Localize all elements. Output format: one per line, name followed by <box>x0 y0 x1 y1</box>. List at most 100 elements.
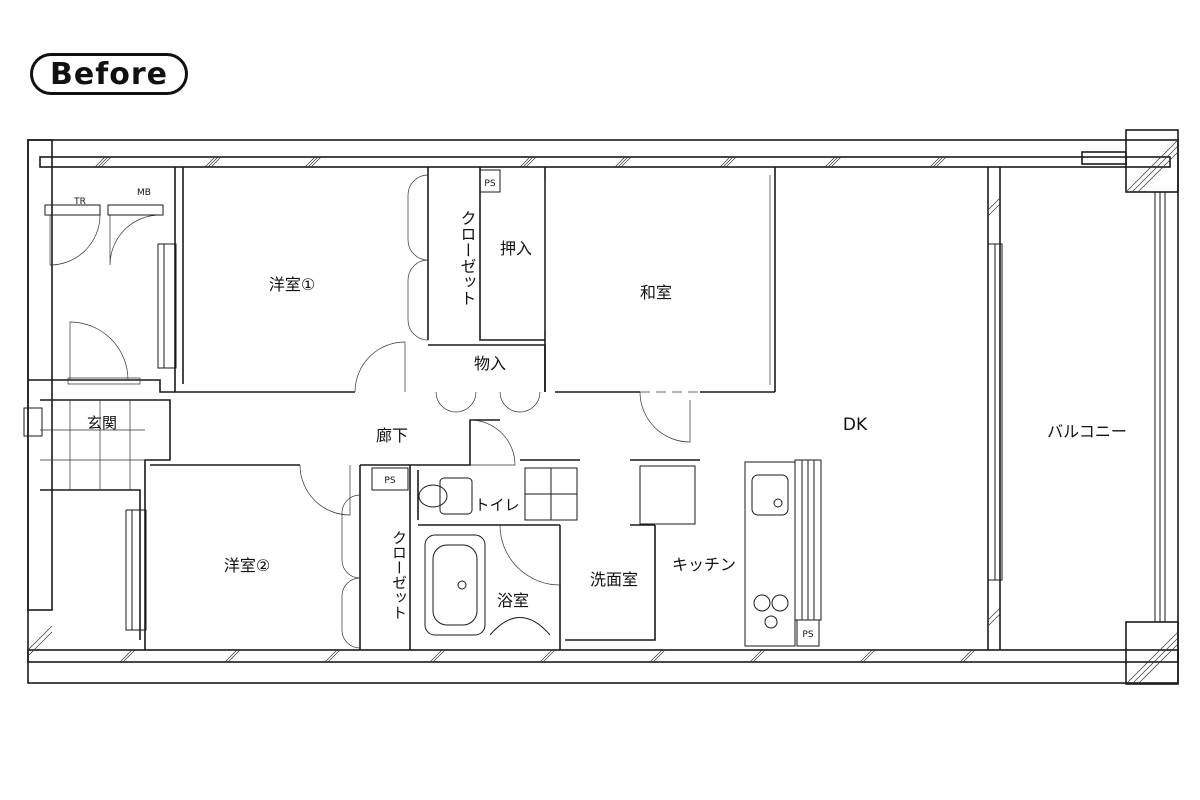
balcony-column-bottom <box>1125 621 1179 685</box>
fridge-box <box>639 465 696 525</box>
window-yoshitsu1 <box>157 243 177 369</box>
hatch <box>614 156 632 168</box>
stove-burner-3 <box>764 615 778 629</box>
label-senmenshitsu: 洗面室 <box>590 570 638 589</box>
ps-box-top <box>479 169 501 193</box>
hatch <box>987 607 1001 627</box>
tag-tr: TR <box>73 197 86 207</box>
label-dk: DK <box>843 415 868 435</box>
hatch <box>719 156 737 168</box>
bathtub-drain <box>457 580 467 590</box>
label-oshiire: 押入 <box>500 239 532 258</box>
before-badge: Before <box>30 53 188 95</box>
label-yoshitsu2: 洋室② <box>224 556 270 575</box>
mb-box <box>107 204 164 216</box>
door-yoshitsu1 <box>354 341 406 393</box>
hatch <box>519 156 537 168</box>
hatch <box>94 156 112 168</box>
window-yoshitsu2 <box>125 509 147 631</box>
outer-walls <box>27 129 1179 685</box>
before-badge-label: Before <box>49 56 169 92</box>
genkan-tiles <box>40 400 145 490</box>
washing-machine <box>524 467 578 521</box>
door-toilet <box>469 419 516 466</box>
label-balcony: バルコニー <box>1047 422 1127 441</box>
label-rouka: 廊下 <box>376 426 408 445</box>
wall-monoire <box>428 344 546 392</box>
toilet-bowl <box>418 484 448 508</box>
door-closet1 <box>407 174 429 341</box>
stove-burner-2 <box>771 594 789 612</box>
wall-genkan <box>40 399 171 650</box>
toilet-tank <box>439 477 473 515</box>
wall-genkan-top <box>28 379 175 393</box>
door-genkan-storage <box>69 321 129 381</box>
top-wall-band <box>39 156 1171 168</box>
bathtub <box>424 534 551 636</box>
hatch <box>824 156 842 168</box>
label-genkan: 玄関 <box>87 414 117 432</box>
door-dk <box>639 391 691 443</box>
hatch <box>119 649 136 663</box>
hatch <box>749 649 766 663</box>
windows <box>23 243 1003 631</box>
fixtures <box>418 459 822 647</box>
tag-mb: MB <box>137 188 151 198</box>
room-labels: 洋室① クローゼット 押入 和室 物入 玄関 廊下 DK バルコニー 洋室② ク… <box>87 210 1127 620</box>
wall-yoshitsu1 <box>174 167 355 393</box>
utility-boxes <box>44 169 820 647</box>
door-senmen <box>499 524 561 586</box>
tag-ps-kitchen: PS <box>802 630 813 640</box>
door-monoire-left <box>435 391 477 413</box>
hatch <box>959 649 976 663</box>
kitchen-sink <box>751 474 789 516</box>
hatch <box>1125 139 1179 193</box>
doors <box>49 174 771 649</box>
wall-senmen-right <box>565 525 656 641</box>
tr-box <box>44 204 101 216</box>
wall-oshiire <box>479 167 545 341</box>
hatch <box>929 156 947 168</box>
kitchen-counter <box>744 459 822 647</box>
hatch <box>224 649 241 663</box>
hatch <box>649 649 666 663</box>
label-toilet: トイレ <box>474 496 519 514</box>
left-wall-column <box>27 139 53 611</box>
label-yoshitsu1: 洋室① <box>269 275 315 294</box>
hatch <box>987 197 1001 217</box>
door-yoshitsu2 <box>299 464 351 516</box>
label-washitsu: 和室 <box>640 283 672 302</box>
balcony-rail-top <box>1081 151 1127 165</box>
outer-wall-frame <box>27 139 1179 684</box>
ps-box-mid <box>371 467 409 491</box>
bottom-wall-band <box>27 649 1179 663</box>
interior-walls <box>28 167 776 650</box>
door-tr <box>49 214 101 266</box>
hatch <box>304 156 322 168</box>
hatch <box>859 649 876 663</box>
door-closet2 <box>341 494 361 649</box>
label-closet2: クローゼット <box>390 530 408 620</box>
bathtub-inner <box>432 544 478 626</box>
bathtub-outer <box>424 534 486 636</box>
door-threshold <box>67 377 141 385</box>
hatch <box>204 156 222 168</box>
label-yokushitsu: 浴室 <box>497 591 529 610</box>
tag-ps-top: PS <box>484 179 495 189</box>
door-genkan-frame <box>23 407 43 437</box>
bath-floor-curve <box>489 617 551 636</box>
hatch <box>1125 631 1179 685</box>
hatch <box>324 649 341 663</box>
hatch <box>429 649 446 663</box>
label-closet1: クローゼット <box>458 210 477 306</box>
stove-burner-1 <box>753 594 771 612</box>
toilet-fixture <box>418 477 473 515</box>
fridge <box>639 465 696 525</box>
tag-labels: TR MB PS PS PS <box>73 179 814 640</box>
label-kitchen: キッチン <box>672 555 736 574</box>
label-monoire: 物入 <box>474 354 506 373</box>
door-mb <box>109 214 161 266</box>
hatch <box>27 625 53 657</box>
sink-drain <box>773 498 783 508</box>
